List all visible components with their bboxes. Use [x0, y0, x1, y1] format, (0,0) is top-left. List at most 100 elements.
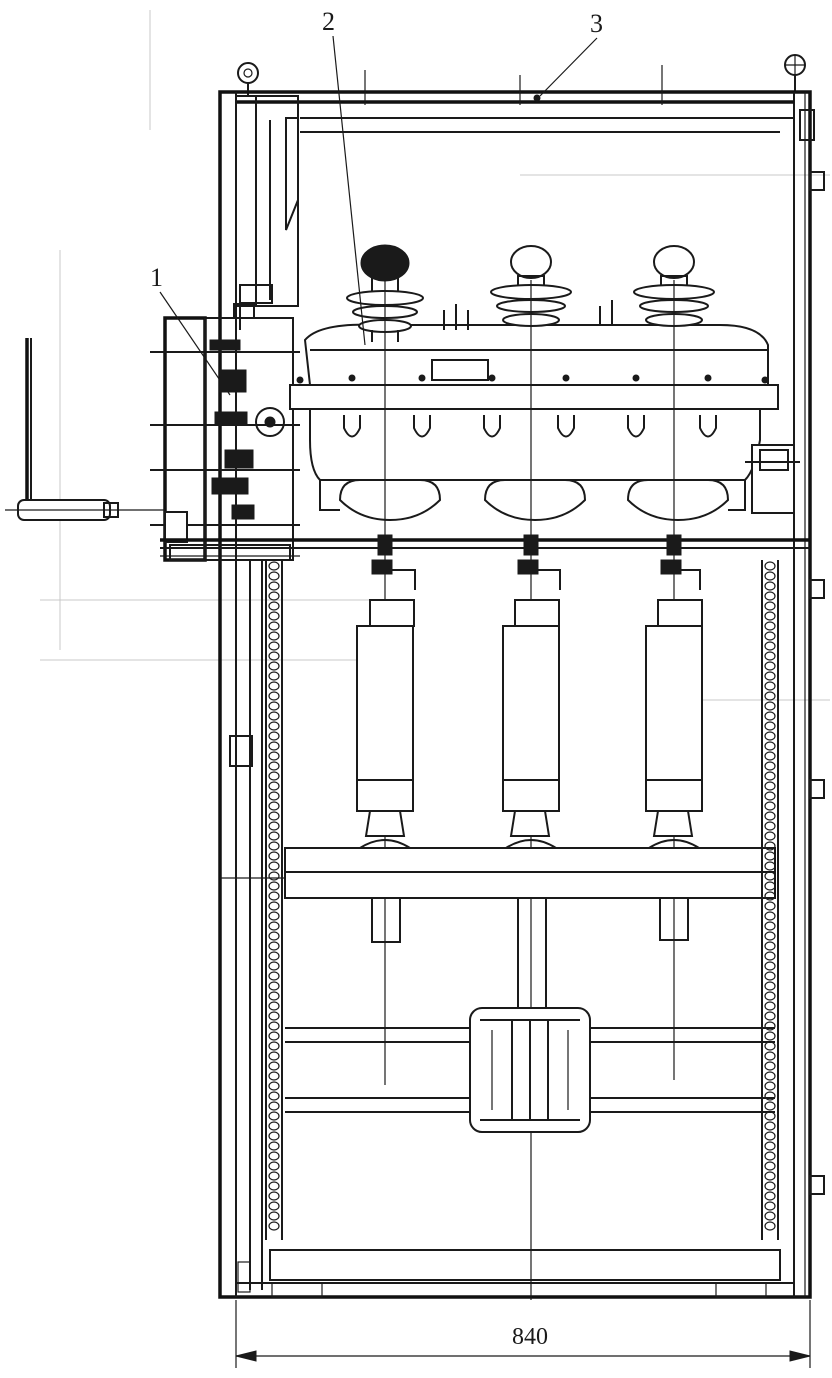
contact-fingers [296, 374, 769, 438]
chain-link [764, 1141, 776, 1151]
chain-link [268, 581, 280, 591]
chain-link [764, 571, 776, 581]
chain-link [764, 671, 776, 681]
chain-link [764, 941, 776, 951]
chain-link [268, 601, 280, 611]
chain-link [268, 661, 280, 671]
chain-link [268, 731, 280, 741]
chain-link [268, 1181, 280, 1191]
chain-link [764, 1151, 776, 1161]
chain-link [268, 901, 280, 911]
chain-link [268, 1211, 280, 1221]
chain-link [268, 721, 280, 731]
chain-link [764, 981, 776, 991]
cable-ladder-right [761, 560, 779, 1240]
chain-link [268, 651, 280, 661]
chain-link [764, 831, 776, 841]
chain-link [268, 621, 280, 631]
chain-link [268, 1101, 280, 1111]
chain-link [764, 1101, 776, 1111]
chain-link [764, 1081, 776, 1091]
chain-link [764, 791, 776, 801]
chain-link [764, 1131, 776, 1141]
chain-link [764, 1071, 776, 1081]
chain-link [268, 1221, 280, 1231]
chain-link [268, 881, 280, 891]
chain-link [764, 781, 776, 791]
chain-link [764, 641, 776, 651]
chain-link [764, 681, 776, 691]
chain-link [764, 1091, 776, 1101]
chain-link [764, 821, 776, 831]
chain-link [268, 1111, 280, 1121]
chain-link [764, 661, 776, 671]
chain-link [268, 801, 280, 811]
chain-link [764, 801, 776, 811]
chain-link [268, 1041, 280, 1051]
chain-link [764, 901, 776, 911]
chain-link [764, 991, 776, 1001]
dimension-label-width: 840 [512, 1324, 548, 1350]
chain-link [268, 1201, 280, 1211]
chain-link [268, 571, 280, 581]
operating-mechanism [150, 300, 300, 562]
chain-link [764, 591, 776, 601]
chain-link [268, 741, 280, 751]
right-side-bolts [799, 109, 825, 1195]
chain-link [268, 1121, 280, 1131]
side-terminal-box [745, 444, 800, 514]
chain-link [268, 561, 280, 571]
chain-link [764, 631, 776, 641]
chain-link [764, 1191, 776, 1201]
chain-link [764, 741, 776, 751]
chain-link [764, 891, 776, 901]
chain-link [268, 991, 280, 1001]
insulator-bushing-middle [490, 245, 572, 327]
chain-link [268, 671, 280, 681]
chain-link [268, 921, 280, 931]
chain-link [268, 761, 280, 771]
chain-link [764, 1161, 776, 1171]
chain-link [764, 701, 776, 711]
chain-link [268, 611, 280, 621]
chain-link [268, 1191, 280, 1201]
fuse-left [356, 534, 416, 849]
left-door-post [229, 95, 299, 1293]
chain-link [764, 611, 776, 621]
cable-ladder-links [268, 561, 776, 1231]
chain-link [764, 871, 776, 881]
label-group-3: 3 [539, 9, 603, 97]
main-support-beam [160, 538, 810, 557]
chain-link [268, 971, 280, 981]
cable-ladder-left [265, 560, 283, 1240]
chain-link [268, 1161, 280, 1171]
chain-link [268, 1061, 280, 1071]
chain-link [268, 1131, 280, 1141]
chain-link [268, 941, 280, 951]
chain-link [268, 1171, 280, 1181]
label-1: 1 [150, 263, 163, 292]
cabinet-frame [218, 65, 812, 1299]
width-dimension: 840 [235, 1300, 811, 1368]
chain-link [764, 621, 776, 631]
chain-link [764, 731, 776, 741]
chain-link [268, 1071, 280, 1081]
chain-link [764, 711, 776, 721]
chain-link [268, 631, 280, 641]
lifting-eye-right [784, 54, 806, 92]
label-group-2: 2 [322, 7, 366, 346]
chain-link [764, 601, 776, 611]
chain-link [268, 1001, 280, 1011]
chain-link [268, 1021, 280, 1031]
chain-link [764, 961, 776, 971]
chain-link [268, 1141, 280, 1151]
background-ghost-lines [40, 10, 830, 701]
label-group-1: 1 [150, 263, 231, 396]
label-2: 2 [322, 7, 335, 36]
chain-link [764, 1011, 776, 1021]
chain-link [268, 841, 280, 851]
chain-link [764, 861, 776, 871]
chain-link [268, 951, 280, 961]
chain-link [764, 1211, 776, 1221]
earthing-bracket [469, 1007, 591, 1133]
